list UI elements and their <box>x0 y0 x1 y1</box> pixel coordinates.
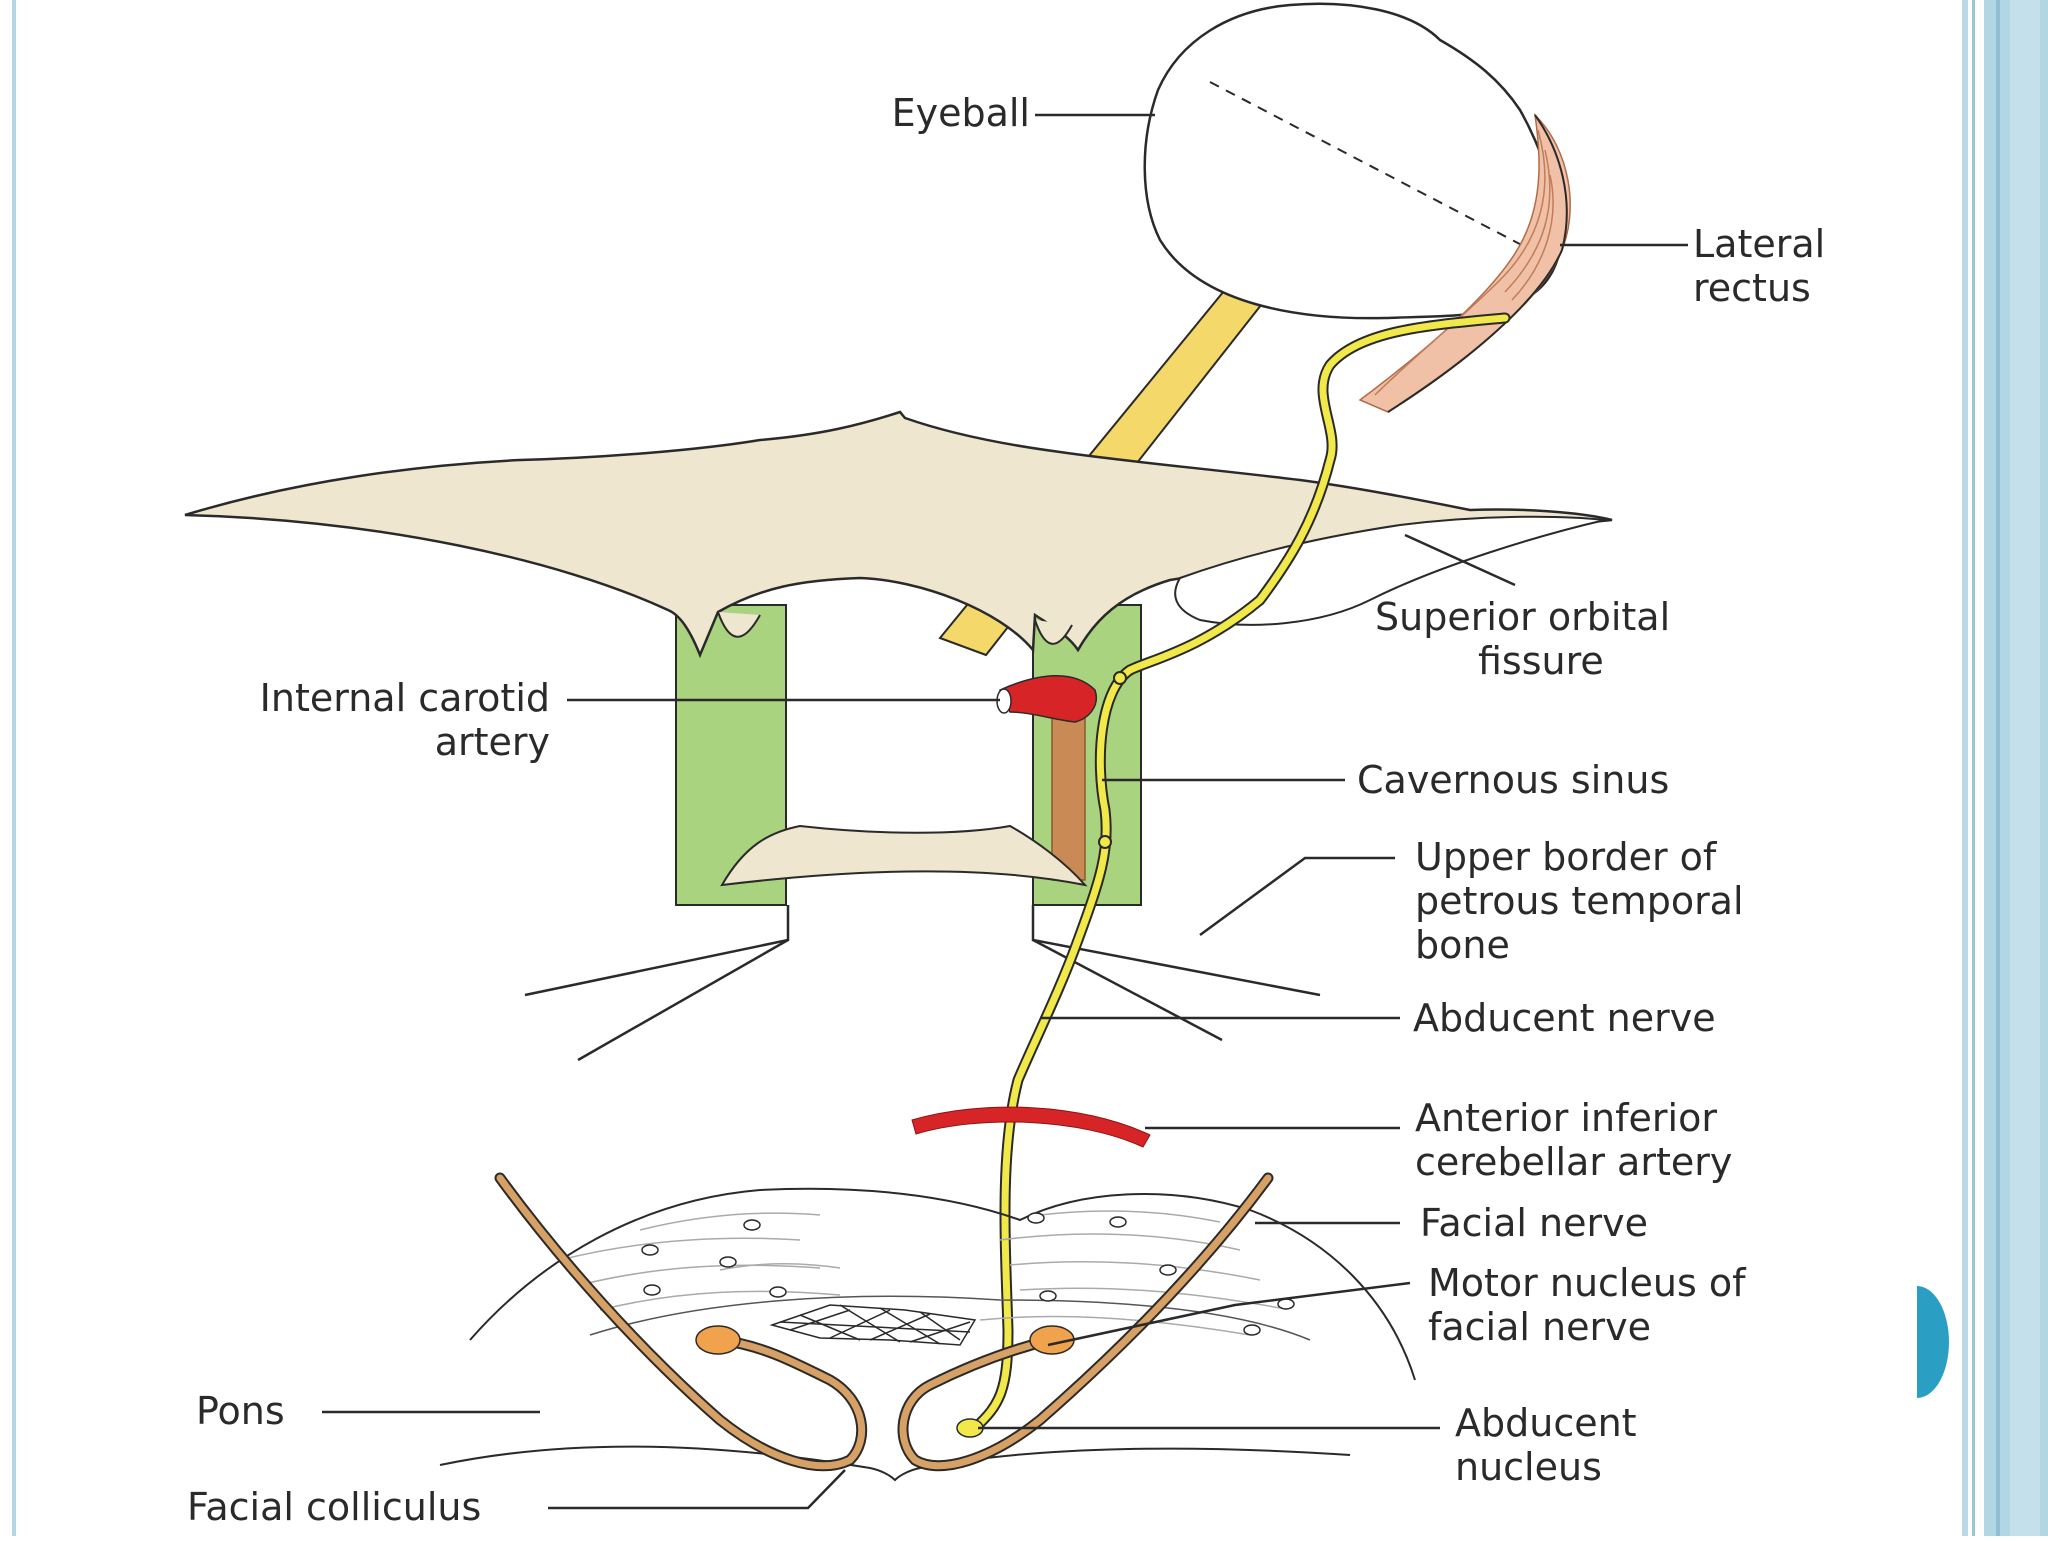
facial-nerve-left <box>494 1172 868 1472</box>
label-lateral-rectus-line1: Lateral <box>1693 222 1825 266</box>
eyeball <box>1143 2 1562 320</box>
label-cavernous-sinus: Cavernous sinus <box>1357 758 1669 802</box>
leader-lines <box>322 113 1688 1510</box>
label-eyeball: Eyeball <box>892 91 1030 135</box>
label-motor-nucleus-line1: Motor nucleus of <box>1428 1261 1747 1305</box>
next-slide-button[interactable] <box>1917 1286 1949 1398</box>
labels: Eyeball Lateral rectus Superior orbital … <box>187 91 1825 1529</box>
anterior-clinoid-notch <box>717 611 761 638</box>
internal-carotid-artery <box>996 675 1097 723</box>
label-internal-carotid-line1: Internal carotid <box>260 676 550 720</box>
label-abducent-nucleus-line1: Abducent <box>1455 1401 1637 1445</box>
label-petrous-line3: bone <box>1415 923 1510 967</box>
label-lateral-rectus-line2: rectus <box>1693 266 1811 310</box>
label-aica-line1: Anterior inferior <box>1415 1096 1717 1140</box>
label-petrous-line2: petrous temporal <box>1415 879 1744 923</box>
pons-fibres <box>559 1210 1281 1336</box>
slide-frame-left <box>12 0 16 1536</box>
pons-nuclei-dots <box>641 1212 1295 1336</box>
label-facial-colliculus: Facial colliculus <box>187 1485 481 1529</box>
slide-frame-right <box>1960 0 2048 1536</box>
label-superior-orbital-fissure-line2: fissure <box>1478 639 1604 683</box>
label-abducent-nerve: Abducent nerve <box>1413 996 1716 1040</box>
label-aica-line2: cerebellar artery <box>1415 1140 1732 1184</box>
petrous-apex-bone <box>720 824 1088 887</box>
lateral-rectus-muscle <box>1358 112 1571 413</box>
anterior-inferior-cerebellar-artery <box>911 1106 1151 1148</box>
abducent-nerve <box>969 312 1511 1434</box>
label-petrous-line1: Upper border of <box>1415 835 1718 879</box>
carotid-cavernous-segment <box>1051 699 1086 881</box>
label-pons: Pons <box>196 1389 285 1433</box>
facial-nerve-right <box>897 1172 1274 1472</box>
motor-nucleus-facial-left <box>695 1325 741 1355</box>
pons <box>439 1187 1416 1482</box>
label-facial-nerve: Facial nerve <box>1420 1201 1648 1245</box>
label-internal-carotid-line2: artery <box>435 720 550 764</box>
label-motor-nucleus-line2: facial nerve <box>1428 1305 1651 1349</box>
reticular-formation <box>769 1304 977 1346</box>
sphenoid-bone <box>184 410 1613 659</box>
label-superior-orbital-fissure-line1: Superior orbital <box>1375 595 1670 639</box>
label-abducent-nucleus-line2: nucleus <box>1455 1445 1602 1489</box>
posterior-clinoid-notch <box>1034 619 1073 645</box>
petrous-temporal-bone-outline <box>524 905 1321 1062</box>
